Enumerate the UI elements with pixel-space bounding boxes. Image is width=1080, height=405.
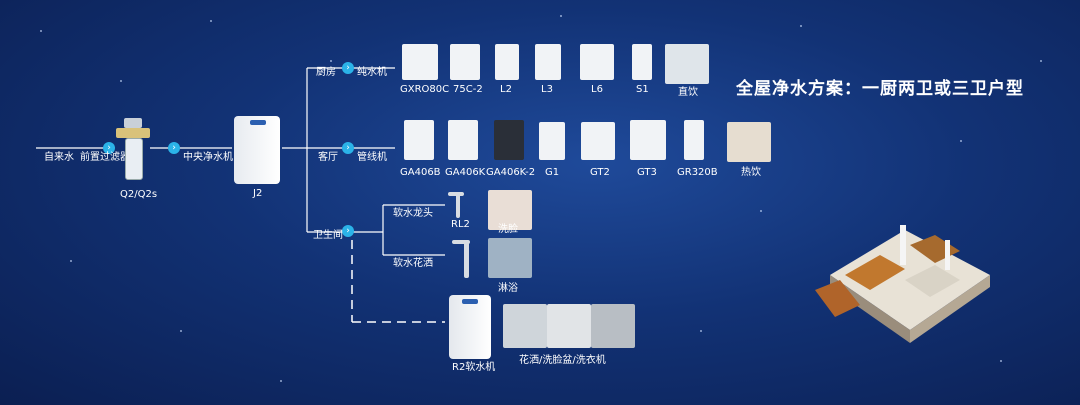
product-image: [632, 44, 652, 80]
product-image: [535, 44, 561, 80]
prefilter-model-label: Q2/Q2s: [120, 189, 158, 200]
product-image: [630, 120, 666, 160]
product-image: [404, 120, 434, 160]
product-image: [402, 44, 438, 80]
product-label: L3: [541, 84, 553, 95]
product-image: [539, 122, 565, 160]
prefilter-image: [116, 118, 150, 184]
central-label: 中央净水机: [183, 152, 233, 163]
inlet-label: 自来水: [44, 152, 74, 163]
product-label: GA406K: [445, 167, 486, 178]
page-title: 全屋净水方案：一厨两卫或三卫户型: [736, 79, 1024, 99]
central-model-label: J2: [253, 188, 263, 199]
central-unit-image: [234, 116, 280, 184]
living-label: 客厅: [318, 152, 338, 163]
soft-shower-label: 软水花洒: [393, 258, 433, 269]
shower-photo: [488, 238, 532, 278]
wash-face-label: 洗脸: [498, 224, 518, 235]
faucet-model-label: RL2: [451, 219, 470, 230]
pipeline-label: 管线机: [357, 152, 387, 163]
appliances-label: 花洒/洗脸盆/洗衣机: [519, 355, 606, 366]
product-label: 直饮: [678, 87, 698, 98]
drinking-photo: [665, 44, 709, 84]
product-label: 75C-2: [453, 84, 483, 95]
kitchen-label: 厨房: [316, 67, 336, 78]
arrow-circle-icon: ›: [168, 142, 180, 154]
product-image: [580, 44, 614, 80]
appliances-photo: [503, 304, 635, 348]
product-image: [448, 120, 478, 160]
product-label: G1: [545, 167, 560, 178]
wash-face-photo: [488, 190, 532, 230]
product-label: S1: [636, 84, 649, 95]
soft-faucet-label: 软水龙头: [393, 208, 433, 219]
shower-head-image: [452, 240, 472, 278]
product-label: GA406B: [400, 167, 441, 178]
faucet-image: [448, 192, 470, 218]
product-image: [450, 44, 480, 80]
product-image: [581, 122, 615, 160]
arrow-circle-icon: ›: [342, 225, 354, 237]
product-label: L2: [500, 84, 512, 95]
product-label: GR320B: [677, 167, 718, 178]
product-image: [684, 120, 704, 160]
arrow-circle-icon: ›: [342, 142, 354, 154]
product-label: L6: [591, 84, 603, 95]
softener-label: R2软水机: [452, 362, 496, 373]
shower-label: 淋浴: [498, 283, 518, 294]
house-illustration: [815, 225, 990, 343]
product-label: 热饮: [741, 167, 761, 178]
softener-image: [449, 295, 491, 359]
product-label: GXRO80C: [400, 84, 450, 95]
product-image: [494, 120, 524, 160]
product-label: GA406K-2: [486, 167, 536, 178]
bathroom-label: 卫生间: [313, 230, 343, 241]
arrow-circle-icon: ›: [103, 142, 115, 154]
pure-water-label: 纯水机: [357, 67, 387, 78]
prefilter-label: 前置过滤器: [80, 152, 130, 163]
arrow-circle-icon: ›: [342, 62, 354, 74]
product-image: [495, 44, 519, 80]
product-label: GT3: [637, 167, 657, 178]
product-label: GT2: [590, 167, 610, 178]
hot-drink-photo: [727, 122, 771, 162]
